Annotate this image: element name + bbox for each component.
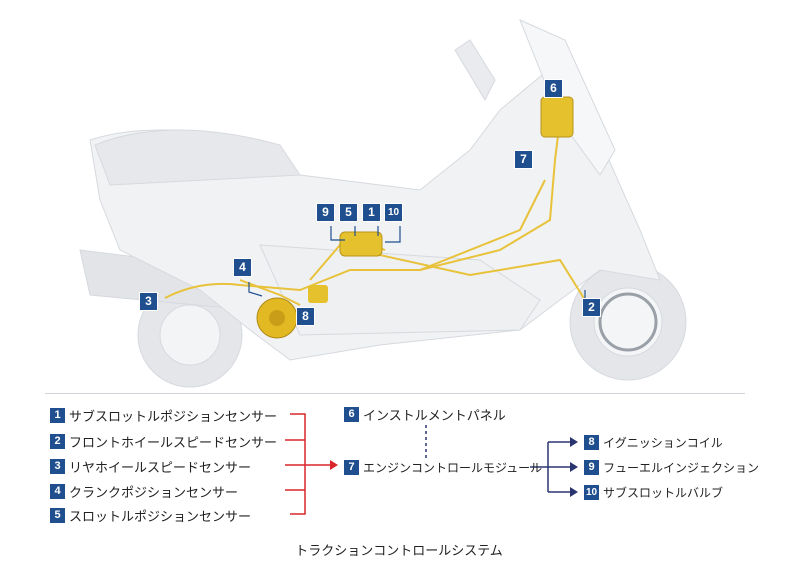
legend-panel: 6 インストルメントパネル (344, 405, 506, 424)
legend-badge: 9 (584, 460, 599, 475)
diagram-title: トラクションコントロールシステム (295, 544, 503, 559)
legend-badge: 5 (50, 508, 65, 523)
legend-label: エンジンコントロールモジュール (363, 461, 543, 475)
legend-badge: 7 (344, 460, 359, 475)
divider (45, 393, 745, 394)
legend-badge: 3 (50, 459, 65, 474)
badge-3: 3 (139, 292, 158, 311)
legend-label: フロントホイールスピードセンサー (69, 436, 278, 451)
badge-9: 9 (316, 203, 335, 222)
legend-badge: 10 (584, 485, 599, 500)
badge-8: 8 (296, 307, 315, 326)
badge-10: 10 (384, 203, 403, 222)
badge-6: 6 (544, 79, 563, 98)
legend-ecm: 7 エンジンコントロールモジュール (344, 459, 542, 476)
legend-label: インストルメントパネル (363, 409, 506, 424)
legend-badge: 6 (344, 407, 359, 422)
legend-input-5: 5 スロットルポジションセンサー (50, 506, 251, 525)
ignition-coil-part (308, 285, 328, 303)
legend-label: フューエルインジェクション (603, 461, 760, 475)
legend-output-10: 10 サブスロットルバルブ (584, 484, 723, 501)
legend-label: サブスロットルバルブ (603, 486, 724, 500)
legend-output-9: 9 フューエルインジェクション (584, 459, 759, 476)
badge-1: 1 (362, 203, 381, 222)
legend-label: リヤホイールスピードセンサー (69, 461, 252, 476)
legend-input-1: 1 サブスロットルポジションセンサー (50, 406, 277, 425)
legend-badge: 8 (584, 435, 599, 450)
legend-label: イグニッションコイル (603, 436, 723, 450)
badge-4: 4 (233, 258, 252, 277)
legend-badge: 1 (50, 408, 65, 423)
legend-input-3: 3 リヤホイールスピードセンサー (50, 457, 251, 476)
legend-input-2: 2 フロントホイールスピードセンサー (50, 432, 277, 451)
legend-badge: 4 (50, 484, 65, 499)
legend-label: サブスロットルポジションセンサー (69, 410, 278, 425)
throttle-body-part (339, 231, 383, 257)
input-arrow-head (330, 460, 338, 470)
legend-output-8: 8 イグニッションコイル (584, 434, 723, 451)
legend-label: クランクポジションセンサー (69, 486, 239, 501)
legend-input-4: 4 クランクポジションセンサー (50, 482, 238, 501)
badge-7: 7 (514, 150, 533, 169)
legend-label: スロットルポジションセンサー (69, 510, 252, 525)
badge-2: 2 (582, 298, 601, 317)
badge-5: 5 (339, 203, 358, 222)
legend-badge: 2 (50, 434, 65, 449)
